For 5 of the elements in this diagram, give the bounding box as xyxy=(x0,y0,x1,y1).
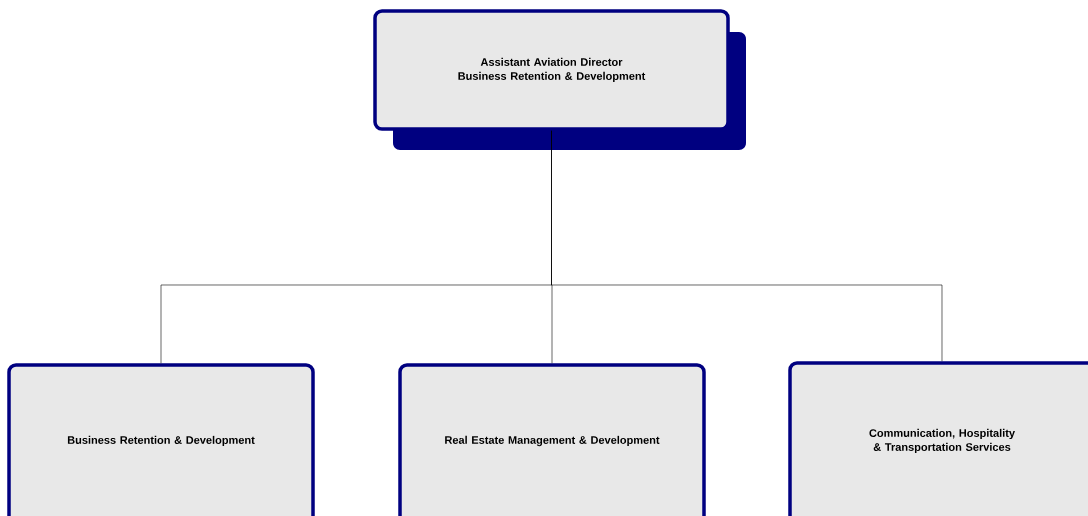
org-box: Real Estate Management & Development xyxy=(398,363,706,516)
org-box: Assistant Aviation Director Business Retention & Development xyxy=(373,9,730,131)
org-box: Communication, Hospitality & Transportation Services xyxy=(788,361,1088,516)
connector-line xyxy=(551,130,943,362)
org-box: Business Retention & Development xyxy=(7,363,315,516)
